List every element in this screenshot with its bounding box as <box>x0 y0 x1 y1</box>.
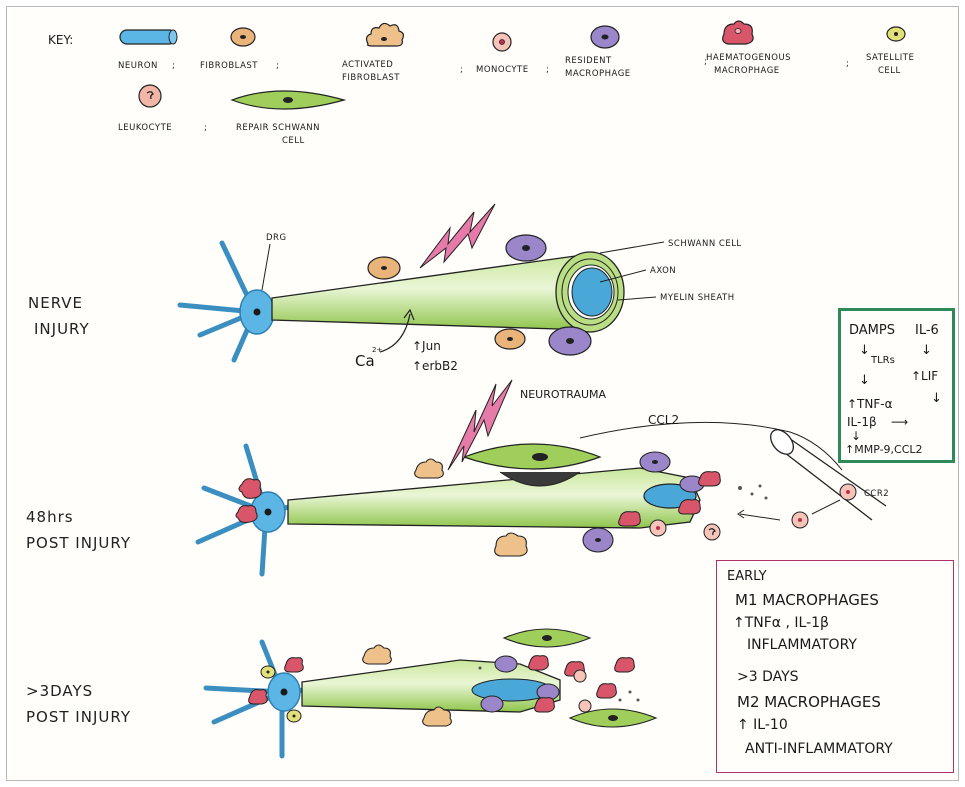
key-label-haematogenous-2: MACROPHAGE <box>714 66 780 76</box>
label-axon: AXON <box>650 266 676 276</box>
activated-fibroblast-cell <box>415 459 444 478</box>
key-sep-monocyte: ; <box>546 65 549 75</box>
key-label-satellite-2: CELL <box>878 66 901 76</box>
arrow-down-icon: ↓ <box>859 343 870 358</box>
label-jun: ↑Jun <box>412 339 441 353</box>
key-sep-fibroblast: ; <box>276 61 279 71</box>
arrow-right-icon: ⟶ <box>891 415 908 429</box>
stage-nerve-injury-1: NERVE <box>28 294 83 312</box>
label-calcium-superscript: 2+ <box>372 346 382 354</box>
macrophage-phase-box: EARLY M1 MACROPHAGES ↑TNFα , IL-1β INFLA… <box>716 560 954 773</box>
key-leukocyte-icon <box>139 85 161 107</box>
repair-schwann-cell <box>464 444 600 469</box>
signaling-box: DAMPS IL-6 ↓ ↓ TLRs ↑LIF ↓ ↑TNF-α ↓ IL-1… <box>838 308 955 463</box>
signal-il6: IL-6 <box>915 323 939 338</box>
activated-fibroblast-cell-3 <box>363 645 392 664</box>
label-schwann-cell: SCHWANN CELL <box>668 239 742 249</box>
key-label-activated: ACTIVATED <box>342 60 393 70</box>
label-calcium: Ca <box>355 352 375 370</box>
key-label-resident-2: MACROPHAGE <box>565 69 631 79</box>
key-label-resident: RESIDENT <box>565 56 612 66</box>
key-sep-neuron: ; <box>172 61 175 71</box>
signal-il1b: IL-1β <box>847 415 877 429</box>
panel-48hrs: NEUROTRAUMA CCR2 CCL2 <box>198 380 889 574</box>
key-label-fibroblast: FIBROBLAST <box>200 61 258 71</box>
label-erbb2: ↑erbB2 <box>412 359 458 373</box>
phase-il10: ↑ IL-10 <box>737 717 788 733</box>
phase-days: >3 DAYS <box>737 669 799 685</box>
haematogenous-macrophage-dgr <box>239 479 261 499</box>
lightning-icon <box>420 204 495 268</box>
label-ccl2: CCL2 <box>648 413 679 427</box>
key-haematogenous-macrophage-icon <box>723 21 753 44</box>
signal-mmp: ↑MMP-9,CCL2 <box>845 443 923 456</box>
key-repair-schwann-icon <box>232 91 344 109</box>
arrow-down-icon-5: ↓ <box>851 429 861 443</box>
stage-48hrs-1: 48hrs <box>26 508 74 526</box>
stage-3days-2: POST INJURY <box>26 708 131 726</box>
key-label-neuron: NEURON <box>118 61 158 71</box>
arrow-down-icon-3: ↓ <box>859 373 870 388</box>
phase-anti-inflammatory: ANTI-INFLAMMATORY <box>745 741 893 757</box>
phase-early: EARLY <box>727 569 767 584</box>
panel-3days <box>206 629 656 756</box>
key-label-activated-2: FIBROBLAST <box>342 73 400 83</box>
stage-48hrs-2: POST INJURY <box>26 534 131 552</box>
label-neurotrauma: NEUROTRAUMA <box>520 388 607 401</box>
haematogenous-macrophage-cell <box>619 512 641 526</box>
phase-m1: M1 MACROPHAGES <box>735 591 879 609</box>
phase-m2: M2 MACROPHAGES <box>737 693 881 711</box>
key-label-leukocyte: LEUKOCYTE <box>118 123 172 133</box>
stage-nerve-injury-2: INJURY <box>34 320 90 338</box>
key-neuron-icon <box>120 30 177 44</box>
key-fibroblast-icon <box>231 28 255 46</box>
key-legend: KEY: <box>48 21 914 146</box>
key-sep-leukocyte: ; <box>204 123 207 133</box>
key-activated-fibroblast-icon <box>367 23 404 46</box>
phase-m1-cytokines: ↑TNFα , IL-1β <box>733 615 829 631</box>
key-label-haematogenous: HAEMATOGENOUS <box>706 53 791 63</box>
ccl2-arc <box>580 422 842 470</box>
signal-lif: ↑LIF <box>911 369 938 383</box>
signal-tnfa: ↑TNF-α <box>847 397 893 411</box>
key-monocyte-icon <box>493 33 511 51</box>
signal-tlrs: TLRs <box>871 355 895 366</box>
axon-core <box>572 268 612 316</box>
key-title: KEY: <box>48 33 73 47</box>
panel-nerve-injury: DRG SCHWANN CELL AXON MYELIN SHEATH Ca 2… <box>180 204 742 373</box>
key-sep-haematogenous: ; <box>846 59 849 69</box>
key-label-satellite: SATELLITE <box>866 53 914 63</box>
key-resident-macrophage-icon <box>591 26 619 48</box>
key-sep-activated: ; <box>460 65 463 75</box>
label-myelin-sheath: MYELIN SHEATH <box>660 293 735 303</box>
label-ccr2: CCR2 <box>864 489 889 499</box>
arrow-down-icon-4: ↓ <box>931 391 942 406</box>
key-label-repair-schwann-2: CELL <box>282 136 305 146</box>
key-label-monocyte: MONOCYTE <box>476 65 529 75</box>
key-label-repair-schwann: REPAIR SCHWANN <box>236 123 320 133</box>
phase-inflammatory: INFLAMMATORY <box>747 637 857 653</box>
stage-3days-1: >3DAYS <box>26 682 93 700</box>
activated-fibroblast-cell-2 <box>495 533 527 556</box>
signal-damps: DAMPS <box>849 323 895 338</box>
label-drg: DRG <box>266 233 287 243</box>
key-satellite-icon <box>887 27 905 41</box>
arrow-down-icon-2: ↓ <box>921 343 932 358</box>
